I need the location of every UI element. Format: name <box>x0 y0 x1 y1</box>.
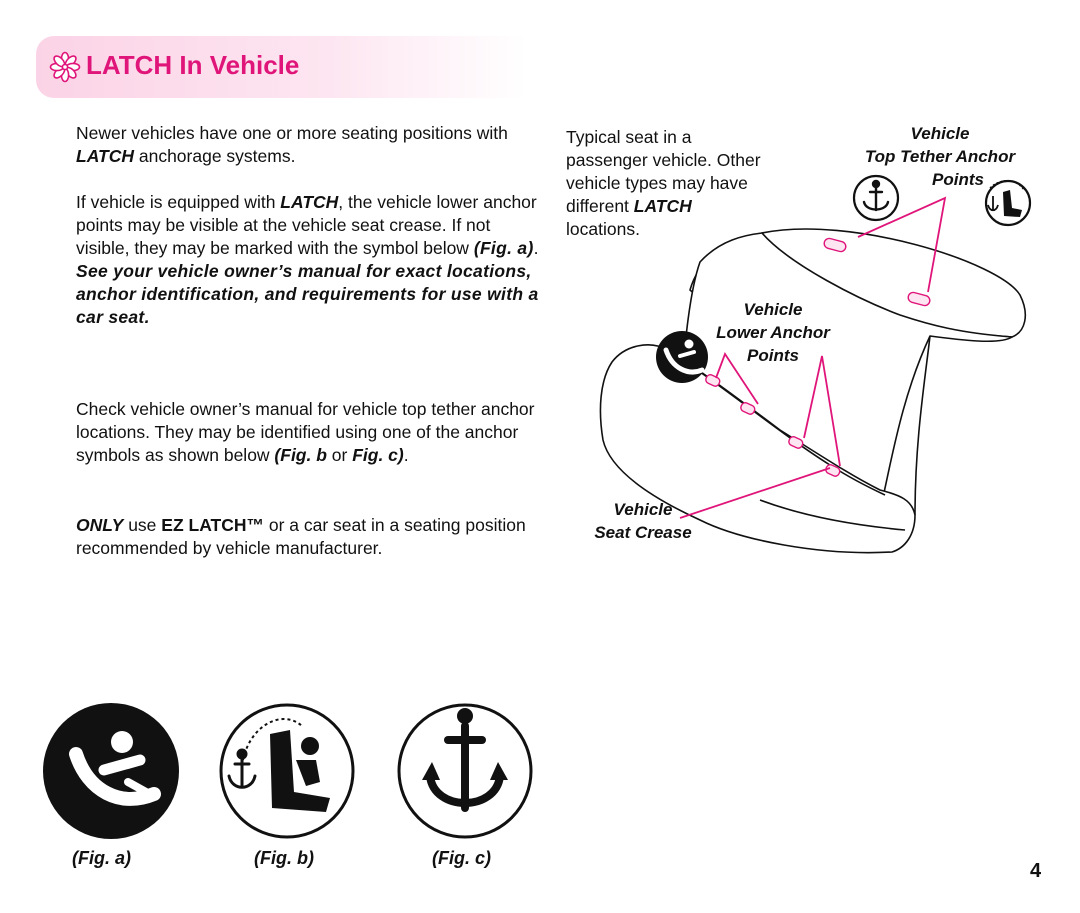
section-header: LATCH In Vehicle <box>36 36 526 98</box>
intro-paragraph-3: Check vehicle owner’s manual for vehicle… <box>76 398 541 467</box>
figure-a-lower-anchor-symbol <box>43 703 179 839</box>
latch-term: LATCH <box>76 146 134 166</box>
label-line: Vehicle <box>613 500 673 519</box>
figure-a-caption: (Fig. a) <box>72 848 131 868</box>
figure-b-caption: (Fig. b) <box>254 848 314 868</box>
text: , the vehicle lower anchor points may be… <box>76 192 537 258</box>
product-name: EZ LATCH™ <box>161 515 264 535</box>
text: Check vehicle owner’s manual for vehicle… <box>76 399 535 465</box>
text: anchorage systems. <box>134 146 296 166</box>
page-number: 4 <box>1030 860 1042 882</box>
tether-seat-icon <box>984 179 1032 227</box>
label-line: Points <box>932 170 984 189</box>
page-title: LATCH In Vehicle <box>86 50 300 80</box>
text: If vehicle is equipped with <box>76 192 281 212</box>
top-tether-label: Vehicle Top Tether Anchor Points <box>836 122 1044 191</box>
text: use <box>123 515 162 535</box>
label-line: Vehicle <box>743 300 803 319</box>
text: or a car seat in a seating position reco… <box>76 515 526 558</box>
figure-reference: Fig. c) <box>352 445 404 465</box>
intro-paragraph-2: If vehicle is equipped with LATCH, the v… <box>76 191 541 329</box>
text: . <box>533 238 539 258</box>
text: . <box>403 445 409 465</box>
figure-reference: (Fig. a) <box>473 238 534 258</box>
text: locations. <box>566 219 640 239</box>
label-line: Vehicle <box>910 124 970 143</box>
intro-paragraph-4: ONLY use EZ LATCH™ or a car seat in a se… <box>76 514 541 560</box>
lower-anchor-icon <box>656 331 708 383</box>
seat-crease-label: Vehicle Seat Crease <box>578 498 708 544</box>
lower-anchor-label: Vehicle Lower Anchor Points <box>698 298 848 367</box>
latch-term: LATCH <box>633 196 692 216</box>
label-line: Lower Anchor <box>716 323 830 342</box>
flower-icon <box>49 51 81 83</box>
latch-term: LATCH <box>280 192 339 212</box>
owners-manual-note: See your vehicle owner’s manual for exac… <box>76 261 539 327</box>
figure-c-tether-anchor-symbol <box>397 703 533 839</box>
text: Newer vehicles have one or more seating … <box>76 123 508 143</box>
figure-reference: (Fig. b <box>274 445 327 465</box>
label-line: Top Tether Anchor <box>864 147 1016 166</box>
intro-paragraph-1: Newer vehicles have one or more seating … <box>76 122 541 168</box>
label-line: Seat Crease <box>594 523 692 542</box>
diagram-caption: Typical seat in a passenger vehicle. Oth… <box>566 126 766 241</box>
leader-lines <box>679 196 947 519</box>
label-line: Points <box>747 346 799 365</box>
text: Typical seat in a passenger vehicle. Oth… <box>566 127 761 216</box>
figure-b-tether-anchor-seat-symbol <box>219 703 355 839</box>
figure-c-caption: (Fig. c) <box>432 848 491 868</box>
only-term: ONLY <box>76 515 124 535</box>
text: or <box>326 445 353 465</box>
tether-anchor-icon <box>852 174 900 222</box>
